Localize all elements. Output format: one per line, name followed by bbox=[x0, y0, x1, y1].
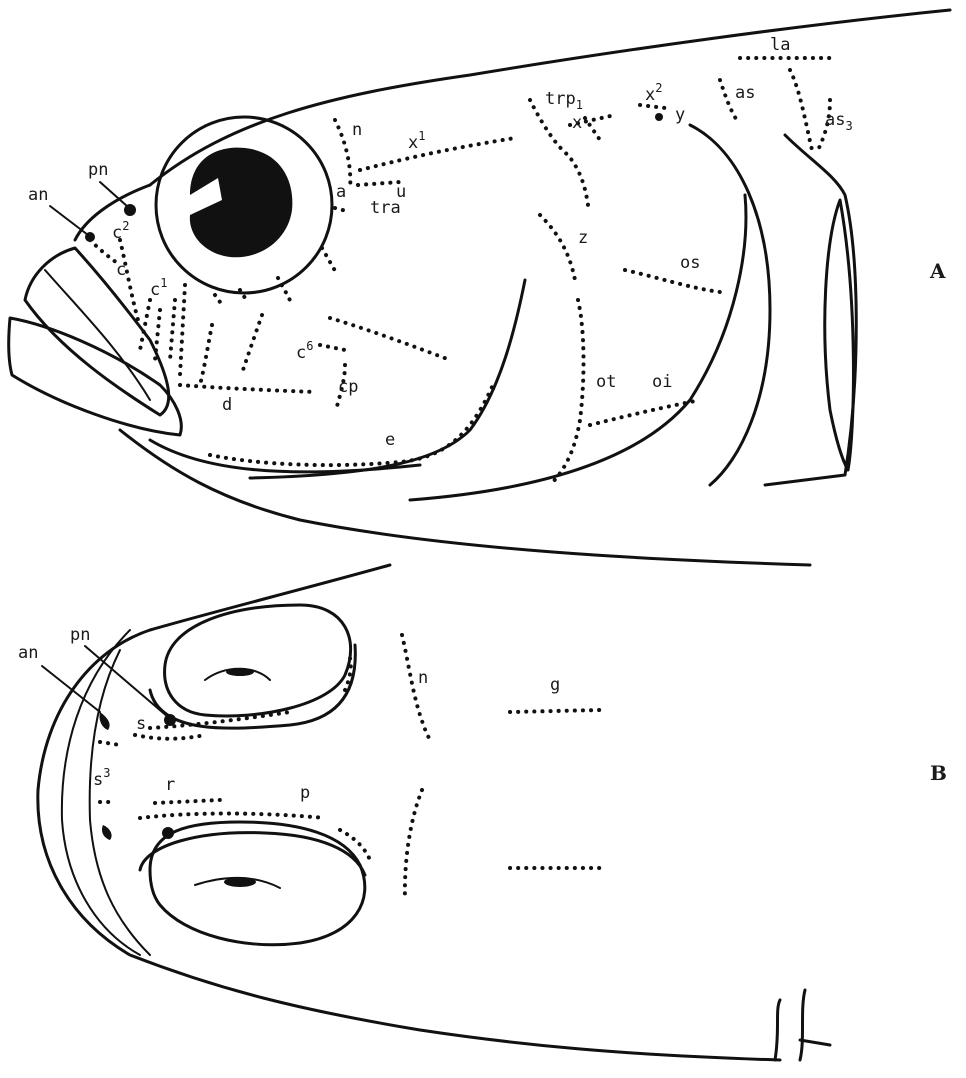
label-x1: x1 bbox=[408, 129, 425, 153]
eye-upper-b bbox=[150, 605, 355, 728]
label-c: c bbox=[116, 260, 126, 280]
label-ot: ot bbox=[596, 372, 616, 392]
label-an-a: an bbox=[28, 185, 48, 205]
label-u: u bbox=[396, 182, 406, 202]
label-s: s bbox=[136, 714, 146, 734]
label-n-a: n bbox=[352, 120, 362, 140]
label-e: e bbox=[385, 430, 395, 450]
maxilla-line bbox=[45, 270, 150, 400]
eye-lower-b bbox=[140, 822, 365, 945]
panel-b-dorsal-view: an pn s s3 r p n g B bbox=[18, 565, 947, 1060]
label-g: g bbox=[550, 675, 560, 695]
label-cp: cp bbox=[338, 377, 358, 397]
panel-label-b: B bbox=[930, 761, 947, 785]
pore-y bbox=[655, 113, 663, 121]
label-n-b: n bbox=[418, 668, 428, 688]
pectoral-stub-b bbox=[775, 990, 830, 1060]
papilla-rows-a bbox=[90, 58, 835, 485]
label-as3: as3 bbox=[825, 110, 853, 133]
label-x: x bbox=[572, 113, 582, 133]
panel-label-a: A bbox=[929, 259, 946, 283]
opercle-outer-a bbox=[690, 125, 770, 485]
label-la: la bbox=[770, 35, 790, 55]
label-pn-b: pn bbox=[70, 625, 90, 645]
label-pn-a: pn bbox=[88, 160, 108, 180]
label-a: a bbox=[336, 182, 346, 202]
label-z: z bbox=[578, 228, 588, 248]
papilla-rows-b bbox=[100, 635, 600, 900]
label-c2: c2 bbox=[112, 219, 129, 243]
label-oi: oi bbox=[652, 372, 672, 392]
pectoral-base-a bbox=[765, 135, 856, 485]
label-os: os bbox=[680, 253, 700, 273]
label-d: d bbox=[222, 395, 232, 415]
label-r: r bbox=[165, 775, 175, 795]
label-p: p bbox=[300, 783, 310, 803]
leader-an-b bbox=[42, 666, 100, 712]
label-y: y bbox=[675, 105, 685, 125]
posterior-nostril-lower-b bbox=[162, 827, 174, 839]
ventral-profile-a bbox=[120, 430, 810, 565]
label-trp1: trp1 bbox=[545, 89, 583, 112]
label-x2: x2 bbox=[645, 81, 662, 105]
anterior-nostril-b bbox=[99, 712, 109, 730]
panel-a-lateral-view: an pn c2 c c1 n a tra u x1 trp1 x x2 y l… bbox=[9, 10, 950, 565]
label-an-b: an bbox=[18, 643, 38, 663]
label-c1: c1 bbox=[150, 276, 167, 300]
head-outline-b bbox=[38, 565, 780, 1060]
label-c6: c6 bbox=[296, 339, 313, 363]
leader-pn-b bbox=[85, 646, 168, 717]
pectoral-fin-a bbox=[825, 200, 854, 470]
leader-an-a bbox=[50, 206, 88, 235]
lower-jaw bbox=[9, 318, 182, 435]
pupil-a bbox=[190, 148, 293, 258]
nostril-lower-b bbox=[102, 825, 112, 840]
label-s3: s3 bbox=[93, 766, 110, 790]
label-as: as bbox=[735, 83, 755, 103]
